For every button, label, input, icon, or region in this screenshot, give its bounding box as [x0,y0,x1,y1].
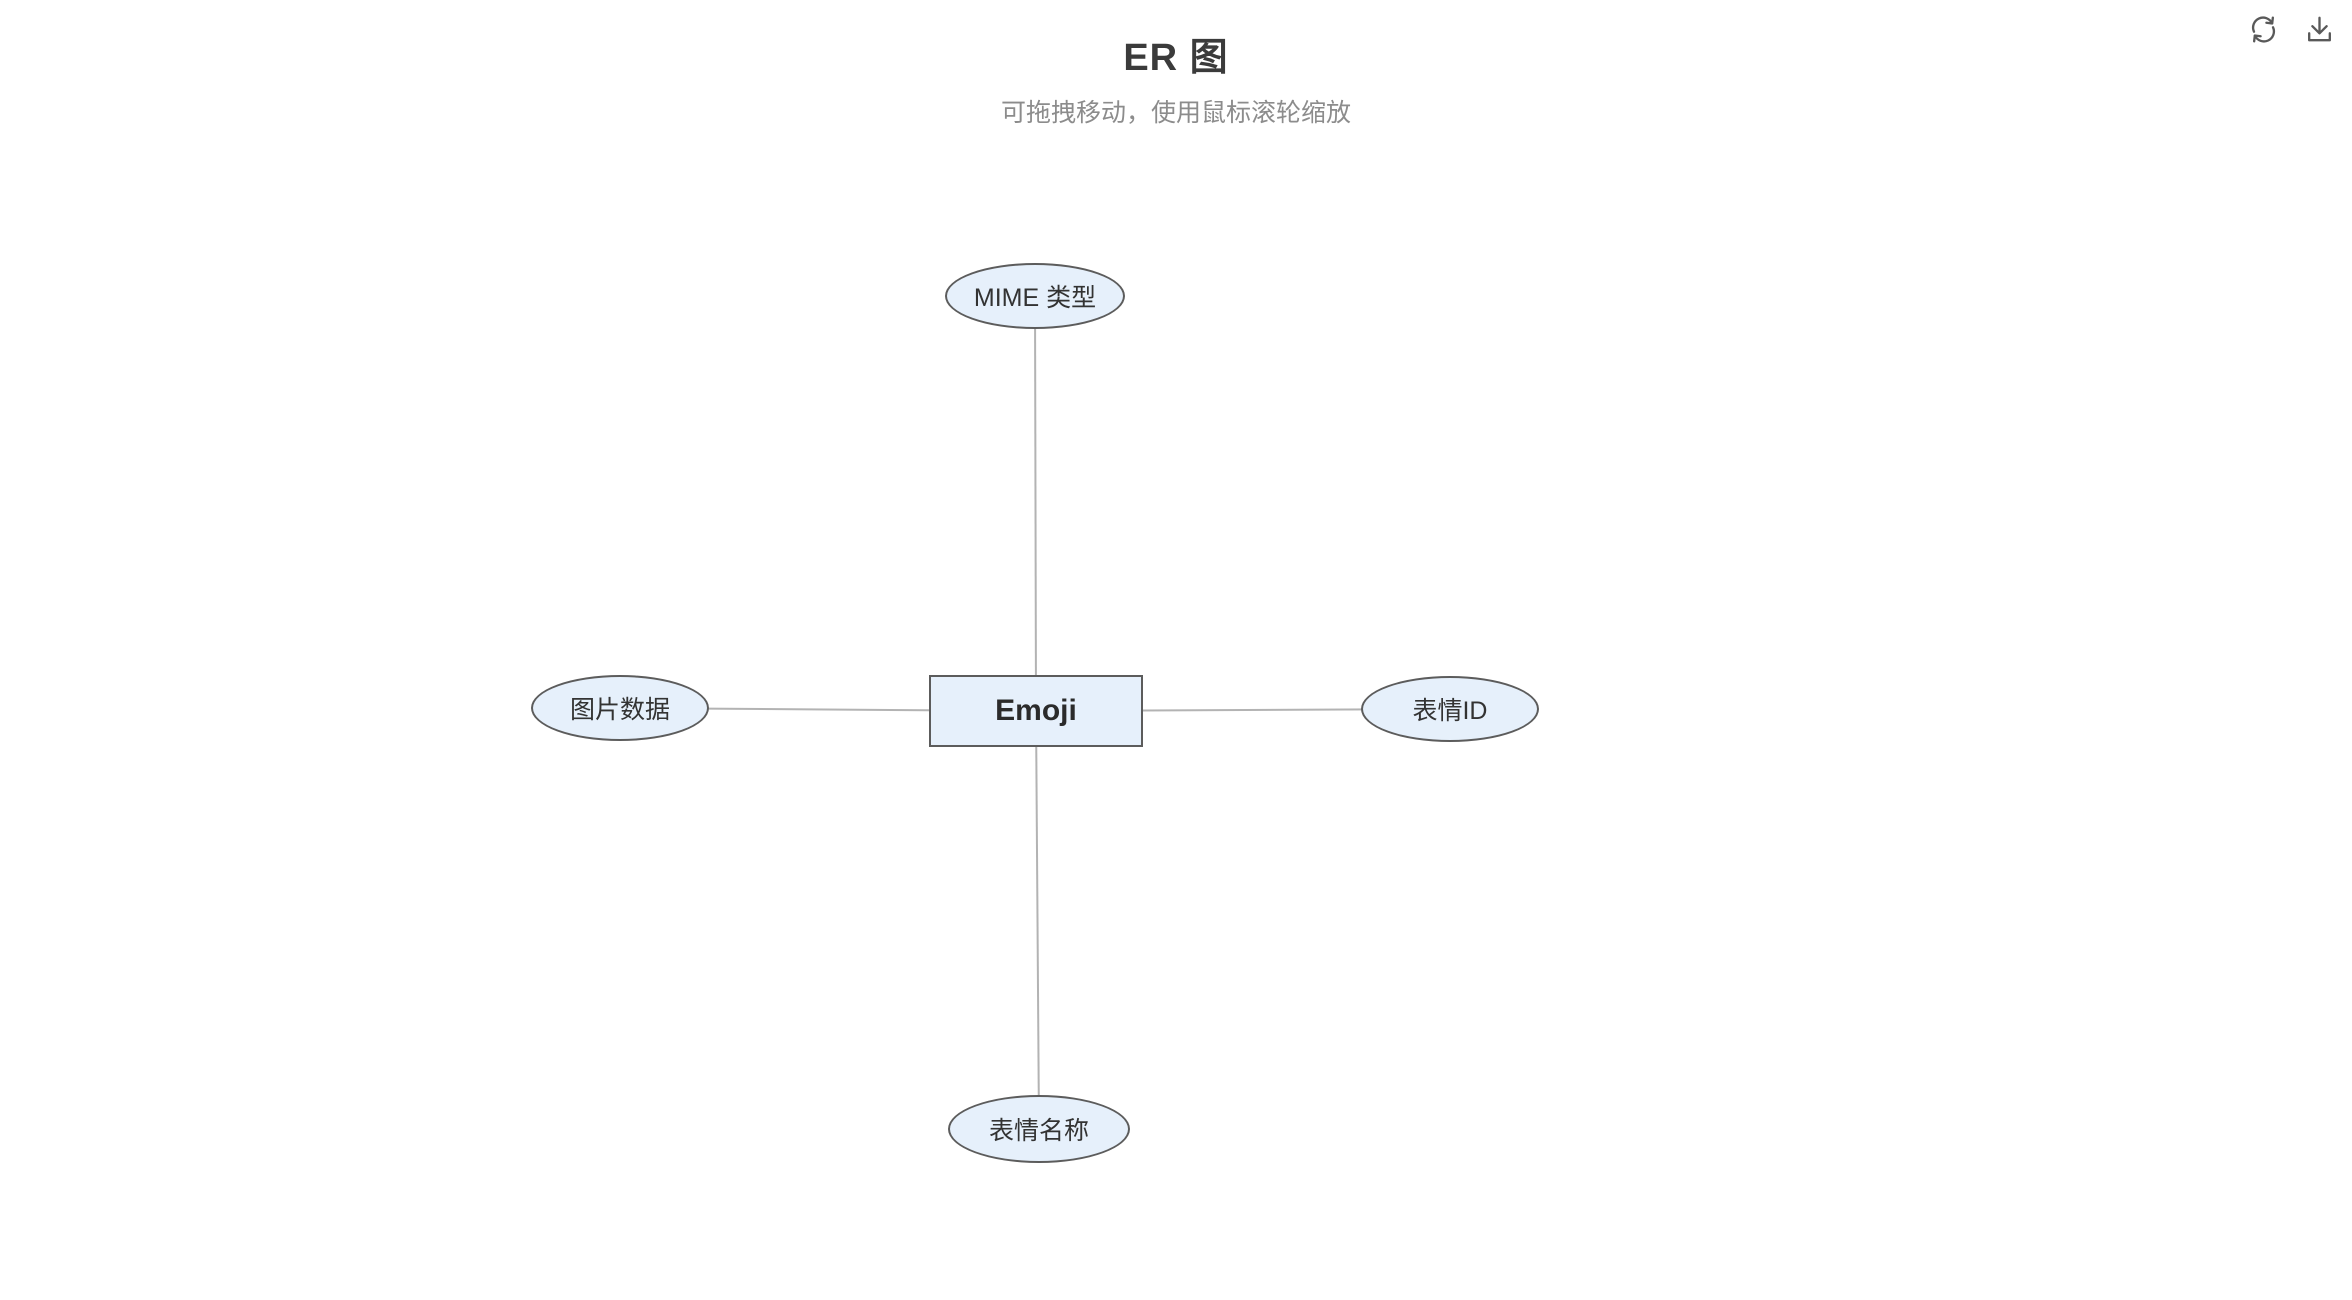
refresh-icon [2251,15,2275,43]
attribute-label: 表情名称 [988,1117,1089,1145]
edge-entity-to-mime-type [1034,295,1037,712]
download-button[interactable] [2300,10,2338,48]
attribute-label: 图片数据 [569,696,670,724]
attribute-node-emoji-name[interactable]: 表情名称 [948,1095,1130,1163]
refresh-button[interactable] [2244,10,2282,48]
attribute-label: 表情ID [1412,697,1488,725]
toolbar [2244,10,2338,48]
entity-label: Emoji [995,694,1077,727]
edge-entity-to-emoji-name [1035,710,1040,1130]
attribute-node-mime-type[interactable]: MIME 类型 [945,263,1125,329]
attribute-node-emoji-id[interactable]: 表情ID [1361,676,1539,742]
attribute-label: MIME 类型 [973,284,1097,312]
entity-node-emoji[interactable]: Emoji [929,675,1143,747]
download-icon [2307,16,2331,41]
attribute-node-image-data[interactable]: 图片数据 [531,675,709,741]
